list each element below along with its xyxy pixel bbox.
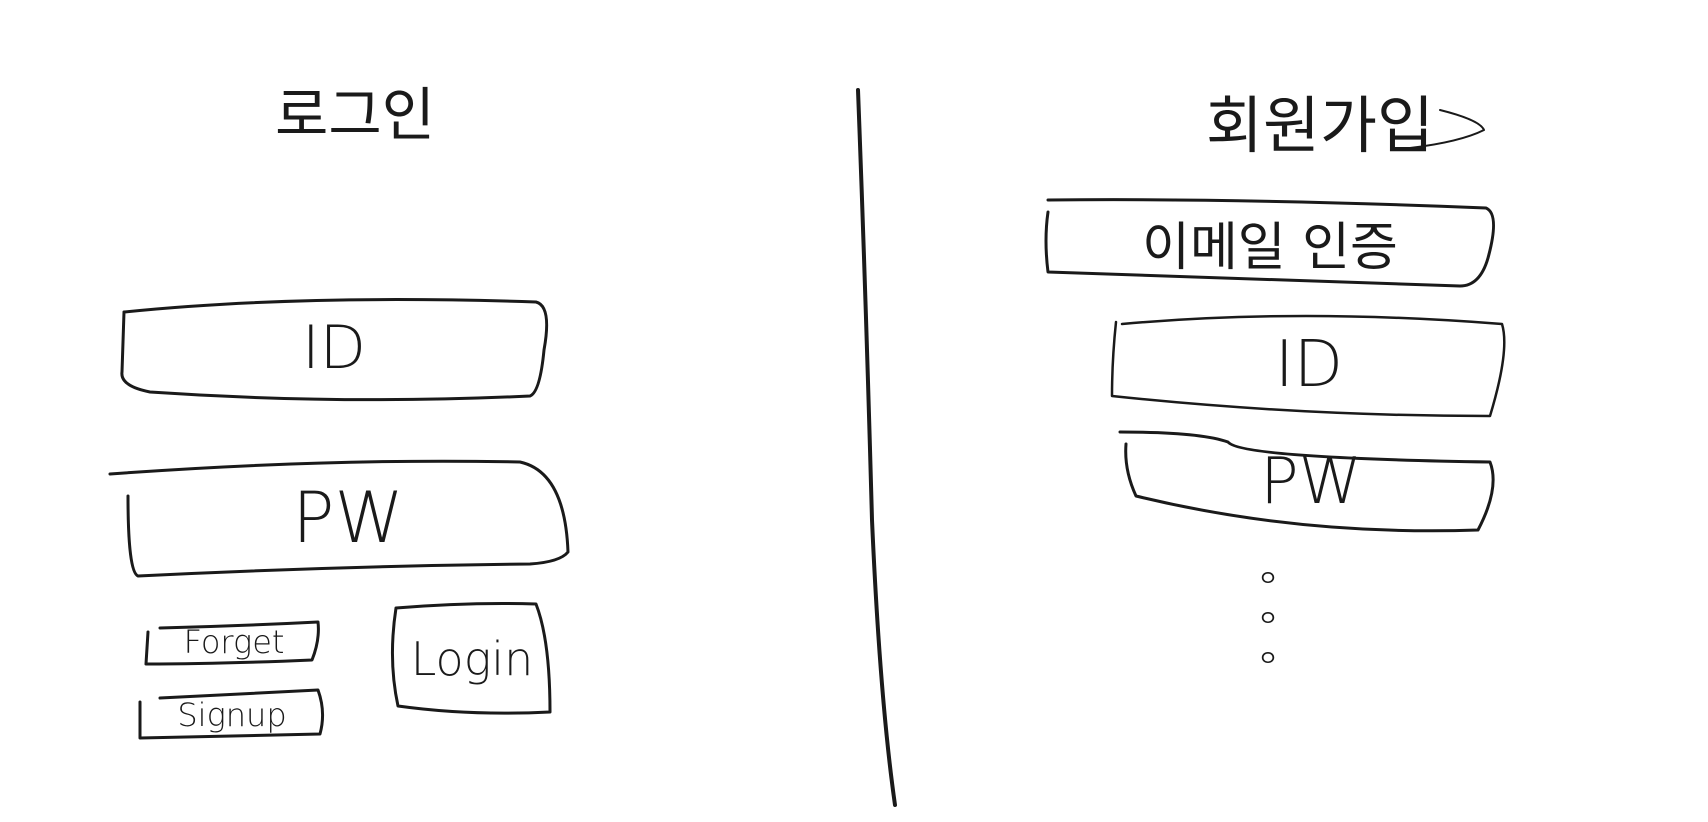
forget-button[interactable]: Forget — [183, 623, 285, 661]
signup-id-box-outline — [1110, 314, 1506, 418]
signup-pw-input[interactable]: PW — [1260, 445, 1362, 519]
signup-box-outline — [138, 688, 325, 740]
login-id-box-outline — [120, 298, 549, 402]
login-button[interactable]: Login — [410, 632, 534, 686]
forget-box-outline — [144, 620, 320, 666]
signup-title-flourish — [1409, 109, 1485, 149]
signup-pw-box-outline — [1118, 430, 1495, 533]
login-box-outline — [390, 602, 552, 715]
email-verify-box-outline — [1044, 198, 1495, 288]
panel-divider — [856, 88, 897, 807]
more-fields-indicator: ㅇ ㅇ ㅇ — [1257, 567, 1279, 672]
login-pw-box-outline — [108, 459, 570, 578]
signup-button[interactable]: Signup — [177, 696, 287, 734]
signup-id-input[interactable]: ID — [1274, 328, 1344, 402]
email-verify-button[interactable]: 이메일 인증 — [1142, 217, 1398, 278]
login-id-input[interactable]: ID — [302, 313, 366, 383]
login-title: 로그인 — [274, 81, 436, 149]
signup-title: 회원가입 — [1205, 89, 1435, 162]
login-pw-input[interactable]: PW — [292, 477, 404, 559]
